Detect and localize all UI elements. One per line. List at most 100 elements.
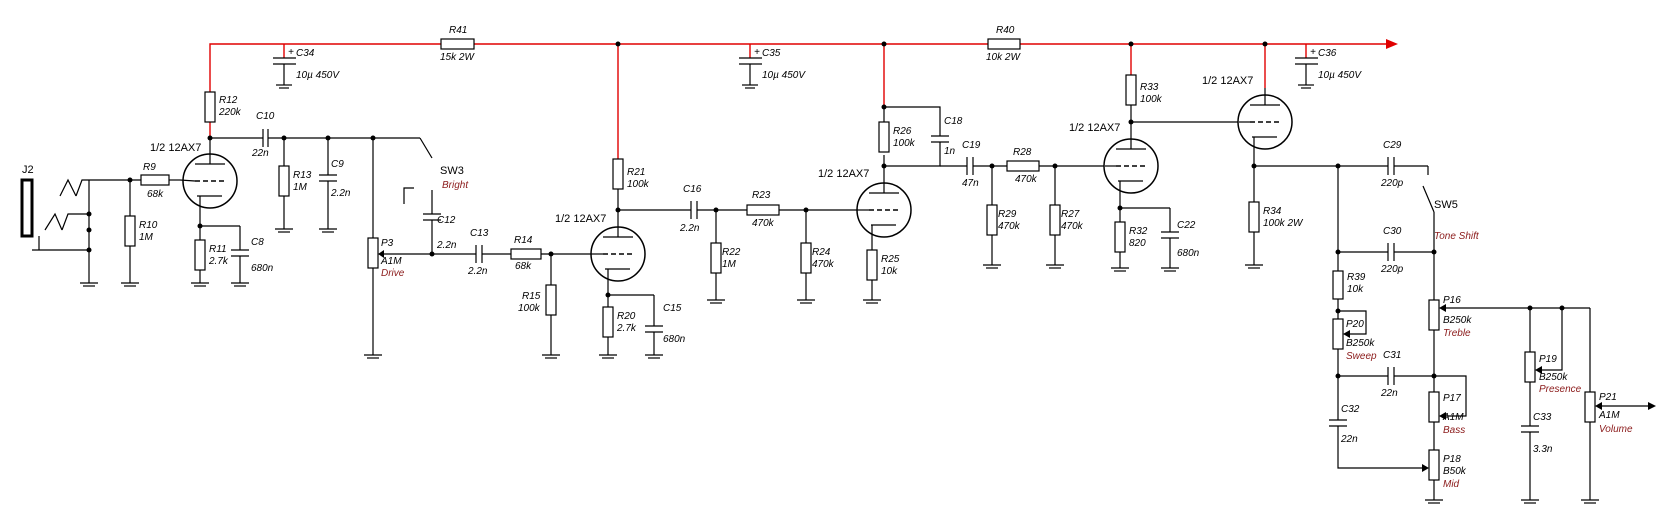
capacitor-c13: C13 2.2n [467, 228, 511, 277]
svg-text:100k: 100k [1140, 94, 1163, 105]
svg-text:C31: C31 [1383, 350, 1401, 361]
potentiometer-p19: P19 B250k Presence [1524, 308, 1582, 426]
svg-text:1M: 1M [139, 232, 154, 243]
resistor-r12: R12 220k [204, 91, 242, 141]
svg-text:22n: 22n [1340, 434, 1358, 445]
resistor-r32: R32 820 [1111, 205, 1148, 272]
svg-text:Volume: Volume [1599, 424, 1633, 435]
svg-text:R25: R25 [881, 254, 900, 265]
svg-text:15k 2W: 15k 2W [440, 52, 475, 63]
svg-text:R28: R28 [1013, 147, 1032, 158]
svg-text:68k: 68k [147, 189, 164, 200]
svg-text:2.2n: 2.2n [330, 188, 351, 199]
svg-text:1/2 12AX7: 1/2 12AX7 [1069, 122, 1120, 134]
resistor-r25: R25 10k [863, 249, 900, 304]
svg-text:470k: 470k [812, 259, 835, 270]
capacitor-c29: C29 220p [1254, 140, 1428, 189]
svg-text:680n: 680n [251, 263, 274, 274]
capacitor-c35: + C35 10µ 450V [739, 47, 806, 89]
svg-text:100k: 100k [893, 138, 916, 149]
svg-text:R34: R34 [1263, 206, 1282, 217]
svg-text:1M: 1M [722, 259, 737, 270]
svg-text:P16: P16 [1443, 295, 1461, 306]
svg-text:A1M: A1M [380, 256, 402, 267]
svg-text:J2: J2 [22, 164, 34, 176]
resistor-r14: R14 68k [510, 235, 590, 272]
svg-text:100k: 100k [627, 179, 650, 190]
svg-text:680n: 680n [663, 334, 686, 345]
capacitor-c36: + C36 10µ 450V [1295, 47, 1362, 89]
svg-text:1/2 12AX7: 1/2 12AX7 [150, 142, 201, 154]
svg-text:R10: R10 [139, 220, 158, 231]
resistor-r10: R10 1M [121, 180, 158, 287]
svg-text:C33: C33 [1533, 412, 1552, 423]
svg-text:SW3: SW3 [440, 165, 464, 177]
svg-text:1M: 1M [293, 182, 308, 193]
svg-text:220p: 220p [1380, 178, 1404, 189]
input-jack-j2: J2 [20, 164, 98, 287]
svg-text:2.7k: 2.7k [616, 323, 637, 334]
svg-text:C13: C13 [470, 228, 489, 239]
svg-text:C9: C9 [331, 159, 344, 170]
potentiometer-p3: P3 A1M Drive [364, 138, 476, 359]
svg-text:1/2 12AX7: 1/2 12AX7 [818, 168, 869, 180]
svg-text:P19: P19 [1539, 354, 1557, 365]
svg-text:P17: P17 [1443, 393, 1461, 404]
svg-text:2.2n: 2.2n [679, 223, 700, 234]
svg-text:Mid: Mid [1443, 479, 1460, 490]
svg-text:10k 2W: 10k 2W [986, 52, 1021, 63]
svg-text:10k: 10k [1347, 284, 1364, 295]
resistor-r13: R13 1M [275, 138, 312, 233]
svg-text:SW5: SW5 [1434, 199, 1458, 211]
capacitor-c15: C15 680n [645, 295, 686, 359]
svg-text:+: + [288, 47, 294, 58]
svg-text:C29: C29 [1383, 140, 1402, 151]
svg-text:C15: C15 [663, 303, 682, 314]
potentiometer-p17: P17 A1M Bass [1428, 375, 1467, 450]
capacitor-c33: C33 3.3n [1521, 412, 1553, 504]
resistor-r40: R40 10k 2W [986, 25, 1021, 63]
capacitor-c30: C30 220p [1335, 166, 1437, 275]
svg-text:A1M: A1M [1442, 412, 1464, 423]
capacitor-c31: C31 22n [1338, 350, 1437, 399]
svg-text:C8: C8 [251, 237, 264, 248]
svg-text:820: 820 [1129, 238, 1146, 249]
potentiometer-p20: P20 B250k Sweep [1332, 310, 1377, 379]
svg-text:R9: R9 [143, 162, 156, 173]
svg-text:1n: 1n [944, 146, 956, 157]
svg-text:3.3n: 3.3n [1533, 444, 1553, 455]
svg-text:R11: R11 [209, 244, 227, 255]
resistor-r24: R24 470k [797, 210, 835, 304]
svg-text:R41: R41 [449, 25, 467, 36]
svg-text:100k 2W: 100k 2W [1263, 218, 1304, 229]
svg-text:R32: R32 [1129, 226, 1148, 237]
resistor-r11: R11 2.7k [191, 223, 229, 287]
svg-text:Treble: Treble [1443, 328, 1471, 339]
svg-text:C35: C35 [762, 48, 781, 59]
tube-v2b: 1/2 12AX7 [1069, 105, 1170, 209]
svg-text:220p: 220p [1380, 264, 1404, 275]
svg-text:R21: R21 [627, 167, 645, 178]
switch-sw3: SW3 Bright [403, 137, 469, 214]
svg-text:R40: R40 [996, 25, 1015, 36]
svg-text:220k: 220k [218, 107, 242, 118]
svg-text:68k: 68k [515, 261, 532, 272]
svg-text:Bright: Bright [442, 180, 469, 191]
potentiometer-p21: P21 A1M Volume [1581, 308, 1656, 504]
svg-text:1/2 12AX7: 1/2 12AX7 [555, 213, 606, 225]
svg-text:100k: 100k [518, 303, 541, 314]
svg-text:10k: 10k [881, 266, 898, 277]
svg-text:R22: R22 [722, 247, 741, 258]
svg-text:+: + [1310, 47, 1316, 58]
svg-text:R27: R27 [1061, 209, 1080, 220]
resistor-r27: R27 470k [1046, 166, 1084, 269]
svg-text:22n: 22n [251, 148, 269, 159]
svg-text:C16: C16 [683, 184, 702, 195]
switch-sw5: SW5 Tone Shift [1422, 166, 1480, 252]
tube-v1a: 1/2 12AX7 [150, 138, 240, 227]
svg-text:470k: 470k [1015, 174, 1038, 185]
potentiometer-p16: P16 B250k Treble [1428, 252, 1590, 376]
svg-text:2.7k: 2.7k [208, 256, 229, 267]
svg-text:R29: R29 [998, 209, 1017, 220]
svg-text:B50k: B50k [1443, 466, 1467, 477]
